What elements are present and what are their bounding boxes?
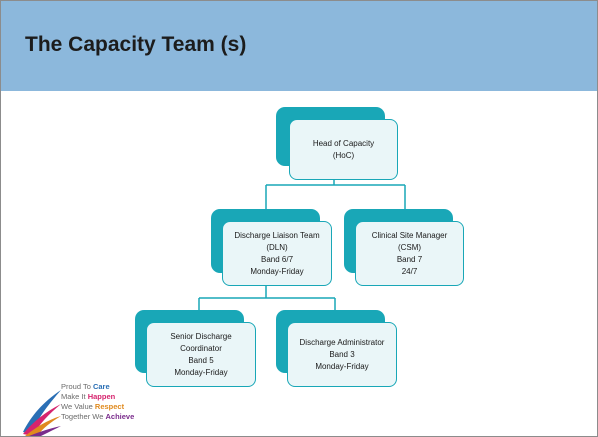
ribbon-logo-icon [23,390,61,436]
values-line-respect: We Value Respect [61,402,125,411]
dln-title: Discharge Liaison Team [234,230,320,240]
slide-title: The Capacity Team (s) [25,33,247,56]
hoc-abbrev: (HoC) [332,150,355,160]
hoc-title: Head of Capacity [312,138,375,148]
csm-abbrev: (CSM) [397,242,422,252]
csm-title: Clinical Site Manager [371,230,448,240]
title-bar: The Capacity Team (s) [1,1,597,91]
values-line-care: Proud To Care [61,382,110,391]
sdc-title-line2: Coordinator [180,343,222,353]
da-band: Band 3 [329,349,355,359]
csm-band: Band 7 [396,254,423,264]
trust-values-logo: Proud To Care Make It Happen We Value Re… [21,382,171,436]
da-hours: Monday-Friday [315,361,369,371]
csm-hours: 24/7 [401,266,418,276]
dln-abbrev: (DLN) [266,242,288,252]
sdc-title-line1: Senior Discharge [170,331,232,341]
dln-band: Band 6/7 [260,254,294,264]
sdc-hours: Monday-Friday [174,367,228,377]
values-line-achieve: Together We Achieve [61,412,135,421]
da-title: Discharge Administrator [299,337,385,347]
values-line-happen: Make It Happen [61,392,116,401]
values-text: Proud To Care Make It Happen We Value Re… [61,382,134,422]
dln-hours: Monday-Friday [250,266,304,276]
sdc-band: Band 5 [188,355,214,365]
